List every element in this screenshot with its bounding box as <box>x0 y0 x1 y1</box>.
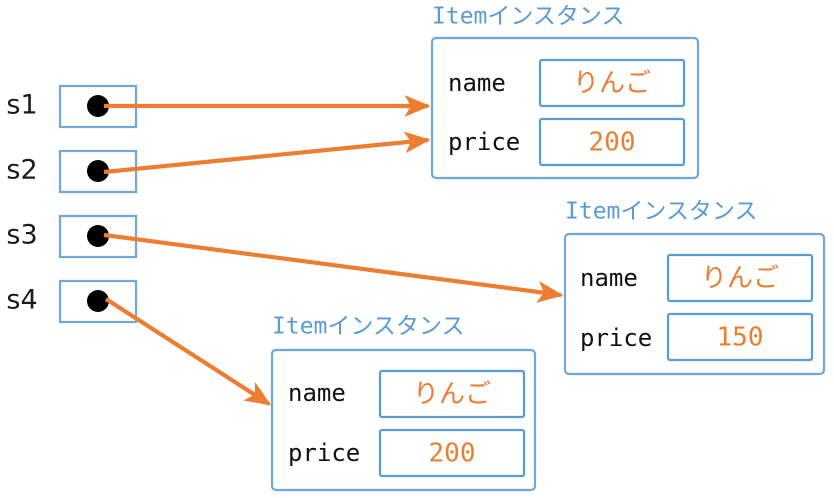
reference-arrows <box>103 95 564 406</box>
field-value-name: りんご <box>701 264 779 294</box>
instance-1: Itemインスタンス name りんご price 200 <box>430 4 700 180</box>
instance-3: Itemインスタンス name りんご price 200 <box>270 314 537 492</box>
field-value-price: 200 <box>429 439 476 469</box>
field-value-price: 200 <box>589 128 636 158</box>
field-value-name: りんご <box>413 380 491 410</box>
field-value-name: りんご <box>573 69 651 99</box>
field-label-name: name <box>288 379 346 407</box>
arrow-s4-to-instance-3 <box>104 297 272 406</box>
variable-label-s3: s3 <box>6 220 37 251</box>
instance-title: Itemインスタンス <box>432 4 624 30</box>
field-label-price: price <box>448 128 520 156</box>
pointer-dot-s2 <box>87 160 109 182</box>
field-value-box-name[interactable] <box>538 58 686 108</box>
field-value-price: 150 <box>717 323 764 353</box>
pointer-dot-s1 <box>87 95 109 117</box>
field-value-box-name[interactable] <box>378 369 526 419</box>
variable-slot-s4: s4 <box>6 279 138 324</box>
variable-label-s4: s4 <box>6 285 37 316</box>
variable-label-s2: s2 <box>6 155 37 186</box>
instance-2: Itemインスタンス name りんご price 150 <box>563 199 826 376</box>
field-label-price: price <box>580 324 652 352</box>
field-label-name: name <box>448 69 506 97</box>
pointer-dot-s4 <box>87 290 109 312</box>
variable-label-s1: s1 <box>6 90 37 121</box>
field-value-box-price[interactable] <box>378 428 526 478</box>
arrow-s3-to-instance-2 <box>103 232 564 303</box>
field-label-name: name <box>580 264 638 292</box>
variable-slot-s3: s3 <box>6 214 138 259</box>
instance-title: Itemインスタンス <box>272 314 464 340</box>
field-value-box-price[interactable] <box>666 312 814 362</box>
field-value-box-price[interactable] <box>538 117 686 167</box>
field-label-price: price <box>288 439 360 467</box>
arrow-s2-to-instance-1 <box>103 131 431 175</box>
field-value-box-name[interactable] <box>666 253 814 303</box>
variable-slots: s1 s2 s3 s4 <box>6 84 138 324</box>
variable-slot-s2: s2 <box>6 149 138 194</box>
pointer-dot-s3 <box>87 225 109 247</box>
instance-title: Itemインスタンス <box>565 199 757 225</box>
